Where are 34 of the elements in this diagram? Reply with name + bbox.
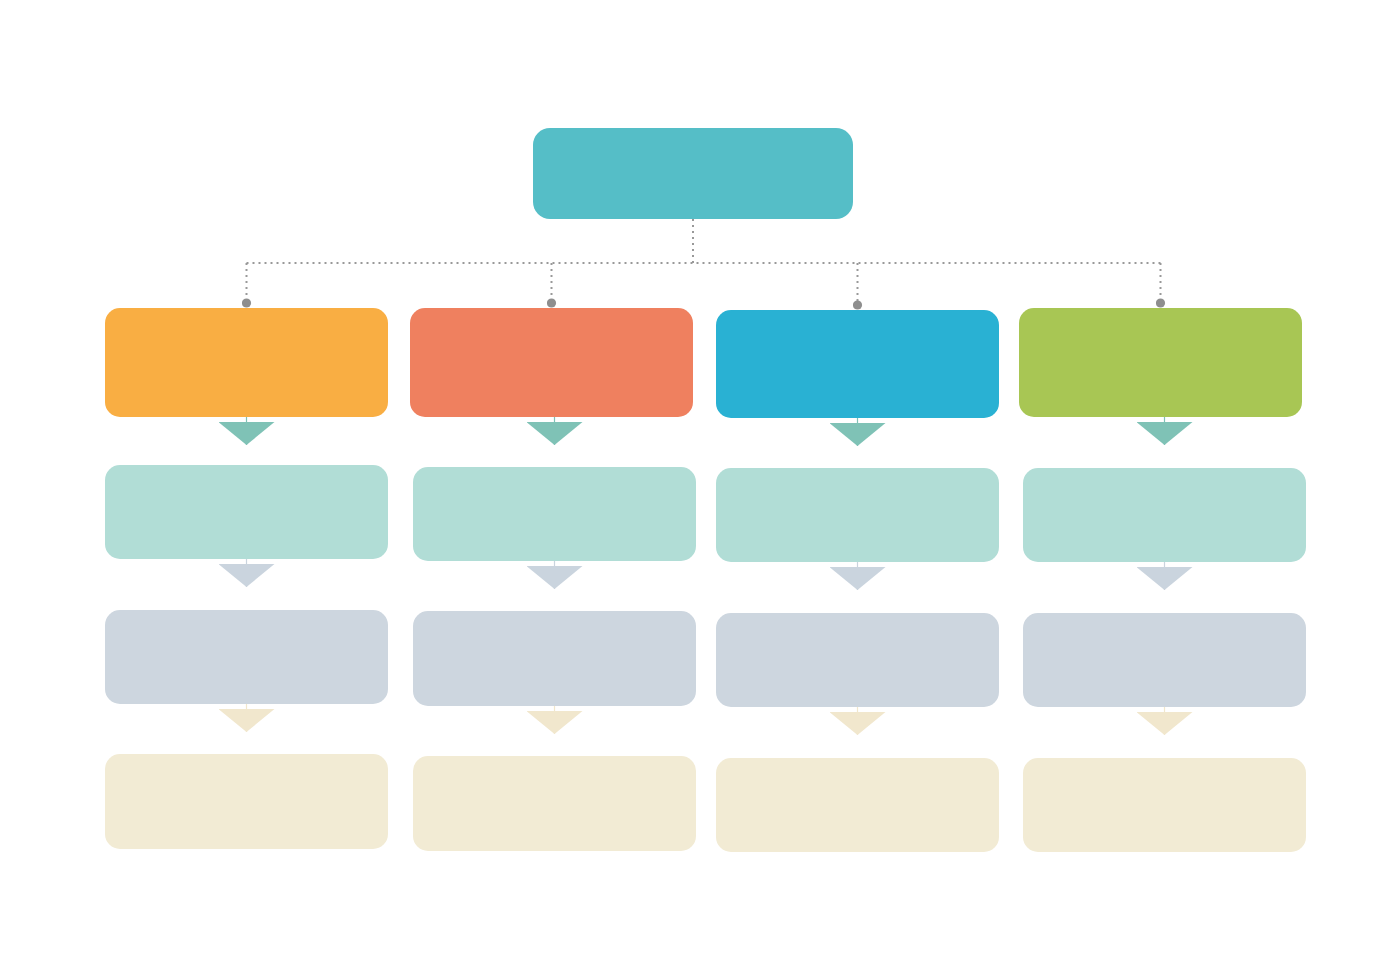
- connector-line: [852, 262, 863, 311]
- flowchart-box: [105, 465, 388, 559]
- flowchart-box: [1023, 758, 1306, 852]
- flowchart-box: [413, 467, 696, 561]
- flowchart-box: [1019, 308, 1302, 417]
- flowchart-box: [716, 613, 999, 707]
- arrow: [218, 558, 275, 588]
- arrow: [1136, 706, 1193, 736]
- arrow: [1136, 561, 1193, 591]
- connector-line: [1155, 262, 1166, 309]
- flowchart-box: [716, 468, 999, 562]
- arrow: [526, 416, 583, 446]
- flowchart-box: [716, 310, 999, 418]
- arrow: [1136, 416, 1193, 446]
- arrow: [218, 416, 275, 446]
- flowchart-box: [105, 754, 388, 849]
- connector-line: [241, 262, 252, 309]
- flowchart-box: [413, 756, 696, 851]
- flowchart-box: [716, 758, 999, 852]
- flowchart-box: [413, 611, 696, 706]
- arrow: [829, 706, 886, 736]
- flowchart-box: [1023, 468, 1306, 562]
- arrow: [829, 417, 886, 447]
- flowchart-box: [410, 308, 693, 417]
- connector-line: [546, 262, 557, 309]
- flowchart-box: [105, 308, 388, 417]
- arrow: [526, 560, 583, 590]
- connector-line: [245, 218, 1162, 264]
- flowchart-box: [105, 610, 388, 704]
- arrow: [829, 561, 886, 591]
- flowchart-box: [533, 128, 853, 219]
- arrow: [526, 705, 583, 735]
- arrow: [218, 703, 275, 733]
- flowchart-box: [1023, 613, 1306, 707]
